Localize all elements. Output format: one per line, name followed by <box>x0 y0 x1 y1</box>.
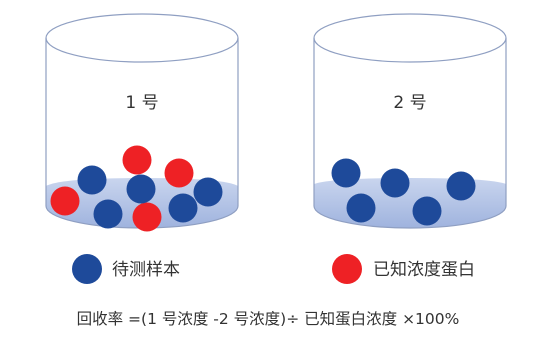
legend: 待测样本 已知浓度蛋白 <box>72 254 475 284</box>
container-1-rim <box>45 13 239 63</box>
sample-ball <box>126 174 156 204</box>
sample-ball <box>193 177 223 207</box>
known-protein-ball <box>50 186 80 216</box>
sample-ball <box>331 158 361 188</box>
container-1-label: 1 号 <box>125 93 158 113</box>
container-2-wall <box>313 38 507 229</box>
formula-text: 回收率 =(1 号浓度 -2 号浓度)÷ 已知蛋白浓度 ×100% <box>77 310 460 328</box>
legend-known-label: 已知浓度蛋白 <box>373 260 475 280</box>
sample-ball <box>446 171 476 201</box>
container-2-balls <box>331 158 476 226</box>
legend-sample-label: 待测样本 <box>112 260 180 280</box>
known-protein-ball <box>122 145 152 175</box>
container-2-label: 2 号 <box>393 93 426 113</box>
sample-ball <box>168 193 198 223</box>
sample-ball <box>346 193 376 223</box>
sample-ball <box>412 196 442 226</box>
legend-known-swatch <box>332 254 362 284</box>
known-protein-ball <box>132 202 162 232</box>
legend-sample-swatch <box>72 254 102 284</box>
sample-ball <box>93 199 123 229</box>
sample-ball <box>380 168 410 198</box>
container-1: 1 号 <box>45 13 239 232</box>
sample-ball <box>77 165 107 195</box>
container-2: 2 号 <box>313 13 507 229</box>
container-1-balls <box>50 145 223 232</box>
container-2-rim <box>313 13 507 63</box>
known-protein-ball <box>164 158 194 188</box>
